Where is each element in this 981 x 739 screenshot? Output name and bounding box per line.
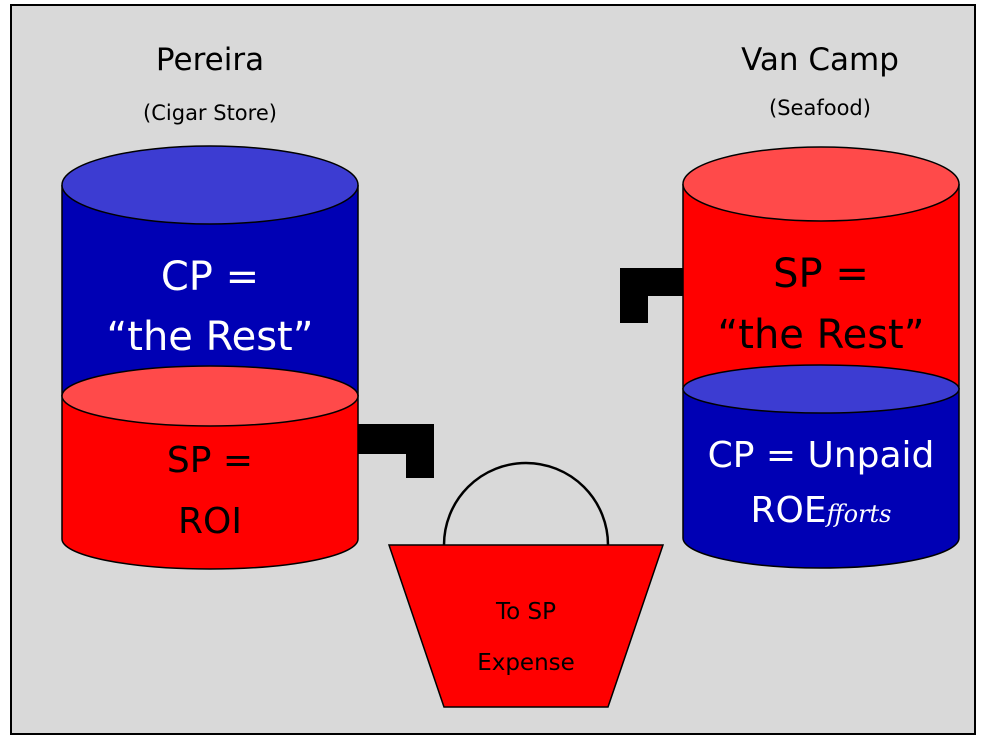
bucket-line1: To SP bbox=[495, 599, 556, 625]
right-subtitle: (Seafood) bbox=[769, 96, 871, 120]
right-bottom-line2: ROEfforts bbox=[751, 490, 892, 531]
bucket-handle bbox=[442, 461, 610, 546]
right-bottom-section bbox=[682, 388, 960, 569]
left-name: Pereira bbox=[156, 42, 264, 78]
right-top-section bbox=[683, 184, 959, 389]
left-divider-ellipse bbox=[61, 365, 359, 427]
right-top-ellipse bbox=[682, 146, 960, 222]
right-bottom-line2-script: fforts bbox=[825, 500, 892, 528]
right-bottom-line1: CP = Unpaid bbox=[708, 435, 935, 476]
left-bottom-section bbox=[61, 395, 359, 570]
right-pipe bbox=[620, 268, 683, 323]
left-bottom-line2: ROI bbox=[178, 501, 242, 542]
bucket-body bbox=[387, 544, 665, 708]
left-pipe bbox=[358, 424, 434, 478]
left-bottom-line1: SP = bbox=[167, 440, 253, 481]
left-subtitle: (Cigar Store) bbox=[143, 101, 277, 125]
left-top-section bbox=[62, 185, 358, 396]
bucket-line2: Expense bbox=[477, 650, 575, 676]
left-top-line2: “the Rest” bbox=[107, 314, 314, 360]
right-top-line2: “the Rest” bbox=[718, 312, 925, 358]
left-top-line1: CP = bbox=[161, 254, 259, 300]
right-name: Van Camp bbox=[741, 42, 899, 78]
right-top-line1: SP = bbox=[773, 251, 869, 297]
left-cylinder bbox=[61, 145, 359, 570]
left-top-ellipse bbox=[61, 145, 359, 225]
right-bottom-line2-main: ROE bbox=[751, 490, 827, 531]
right-divider-ellipse bbox=[682, 364, 960, 414]
